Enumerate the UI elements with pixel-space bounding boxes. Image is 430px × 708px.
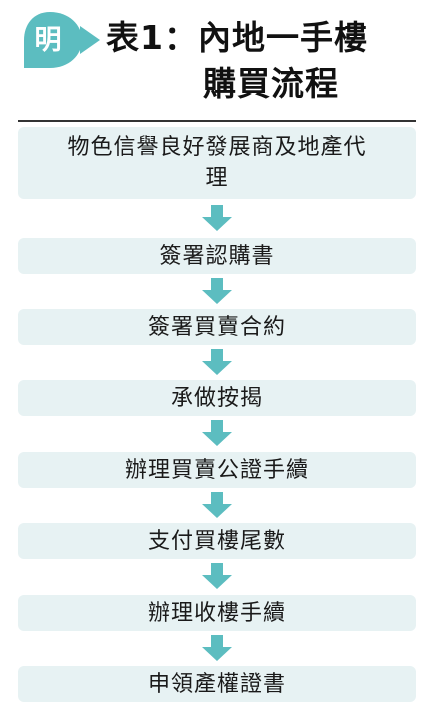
flow-arrow-down-icon [202,492,232,518]
source-badge: 明 [14,8,104,72]
flow-step-2: 簽署認購書 [18,238,416,274]
flow-step-3: 簽署買賣合約 [18,309,416,345]
flow-arrow-down-icon [202,278,232,304]
flow-step-8: 申領產權證書 [18,666,416,702]
flow-arrow-down-icon [202,563,232,589]
title-divider [18,120,416,122]
flow-arrow-down-icon [202,349,232,375]
badge-pointer-shape [80,26,100,54]
flow-step-1: 物色信譽良好發展商及地產代理 [18,127,416,199]
page-title-line-1: 表1：內地一手樓 [106,18,368,57]
flow-arrow-down-icon [202,420,232,446]
badge-char: 明 [34,25,62,56]
badge-bubble-shape [24,12,82,68]
flow-step-4: 承做按揭 [18,380,416,416]
page-title-line-2: 購買流程 [203,64,339,103]
flow-step-7: 辦理收樓手續 [18,595,416,631]
flow-step-6: 支付買樓尾數 [18,523,416,559]
flow-arrow-down-icon [202,635,232,661]
flow-arrow-down-icon [202,205,232,231]
flow-step-5: 辦理買賣公證手續 [18,452,416,488]
